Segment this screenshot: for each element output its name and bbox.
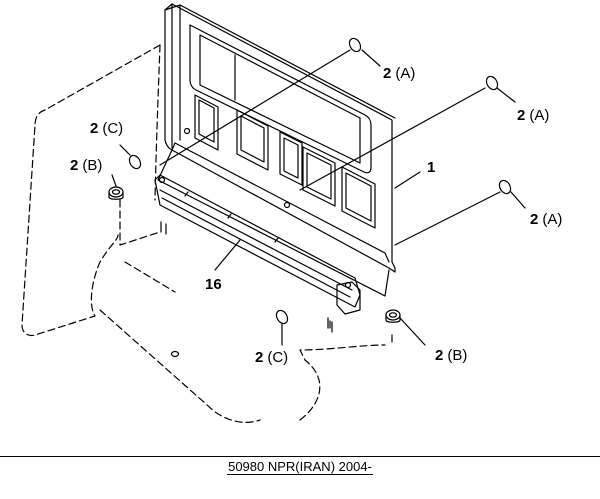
leader-line [159, 49, 351, 166]
floor-hole [170, 350, 180, 358]
floor-inner [124, 261, 176, 293]
rail-tab [184, 191, 279, 243]
footer-rule [0, 456, 600, 457]
rear-panel-bottom-ledge [171, 142, 390, 263]
callout-2a-right: 2(A) [517, 107, 550, 124]
footer-caption: 50980 NPR(IRAN) 2004- [0, 459, 600, 475]
plug-a-1 [348, 37, 362, 53]
rail-end-bracket [336, 281, 361, 315]
callout-2c-top: 2(C) [90, 120, 124, 137]
panel-ribs [194, 94, 376, 229]
plug-a-3 [498, 179, 512, 195]
callout-2a-top: 2(A) [383, 65, 416, 82]
callout-2b-bottom: 2(B) [435, 347, 468, 364]
rear-panel-top-lip [164, 4, 396, 141]
leader-line [111, 174, 117, 187]
bottom-rail-inner [159, 189, 353, 298]
bolt [183, 127, 191, 135]
plug-a-2 [485, 75, 499, 91]
leader-line [399, 317, 426, 346]
pin [327, 317, 333, 333]
leader-line [510, 191, 526, 209]
leader-line [496, 87, 516, 103]
guide-line [119, 199, 161, 246]
plug-c-bottom [275, 309, 289, 325]
floor-outline [99, 309, 261, 423]
footer-caption-text: 50980 NPR(IRAN) 2004- [227, 459, 373, 475]
rear-window [189, 24, 372, 174]
part-number-rail: 16 [205, 276, 222, 293]
leader-line [119, 144, 131, 156]
rear-window-inner [199, 34, 361, 164]
rear-panel-frame [164, 3, 396, 273]
bolt [344, 281, 352, 289]
leader-line [361, 49, 381, 67]
floor-right-edge [299, 344, 386, 421]
bolt [158, 176, 166, 184]
callout-2b-left: 2(B) [70, 157, 103, 174]
grommet-b-bottom [385, 309, 401, 323]
leader-line [394, 191, 501, 246]
bolt [283, 201, 291, 209]
parts-diagram [21, 3, 526, 423]
callout-2a-lower: 2(A) [530, 211, 563, 228]
grommet-b-left [108, 186, 124, 200]
part-number-panel: 1 [427, 159, 436, 176]
callout-2c-bottom: 2(C) [255, 349, 289, 366]
leader-line [299, 87, 486, 191]
plug-c-top [128, 154, 142, 170]
pin [160, 221, 167, 235]
rear-panel-lower [157, 149, 390, 297]
leader-line [394, 171, 421, 189]
leader-line [214, 239, 241, 271]
side-body-outline [21, 44, 161, 337]
